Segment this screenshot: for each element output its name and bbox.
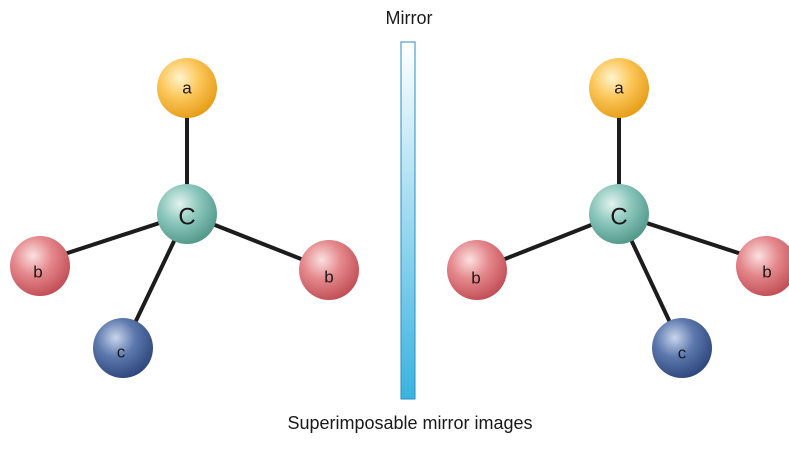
atom-c — [93, 318, 153, 378]
atom-a-label: a — [182, 79, 192, 98]
atom-b-right — [736, 236, 789, 296]
atom-b-left — [447, 240, 507, 300]
molecule-right: a b b c C — [447, 58, 789, 378]
atom-b-left — [10, 236, 70, 296]
atom-c-label: c — [678, 344, 687, 363]
atom-b-right-label: b — [762, 263, 771, 282]
atom-c — [652, 318, 712, 378]
mirror — [400, 41, 416, 400]
atom-b-right-label: b — [324, 268, 333, 287]
atom-center-label: C — [178, 204, 195, 231]
atom-center — [157, 184, 217, 244]
molecule-left: a b b c C — [10, 58, 359, 378]
atom-c-label: c — [117, 343, 126, 362]
atom-b-left-label: b — [33, 263, 42, 282]
atom-a — [157, 58, 217, 118]
atom-b-left-label: b — [471, 269, 480, 288]
atom-b-right — [299, 240, 359, 300]
caption: Superimposable mirror images — [287, 413, 533, 433]
atom-center-label: C — [610, 204, 627, 231]
atom-center — [589, 184, 649, 244]
mirror-label: Mirror — [385, 8, 433, 28]
atom-a — [589, 58, 649, 118]
atom-a-label: a — [614, 79, 624, 98]
